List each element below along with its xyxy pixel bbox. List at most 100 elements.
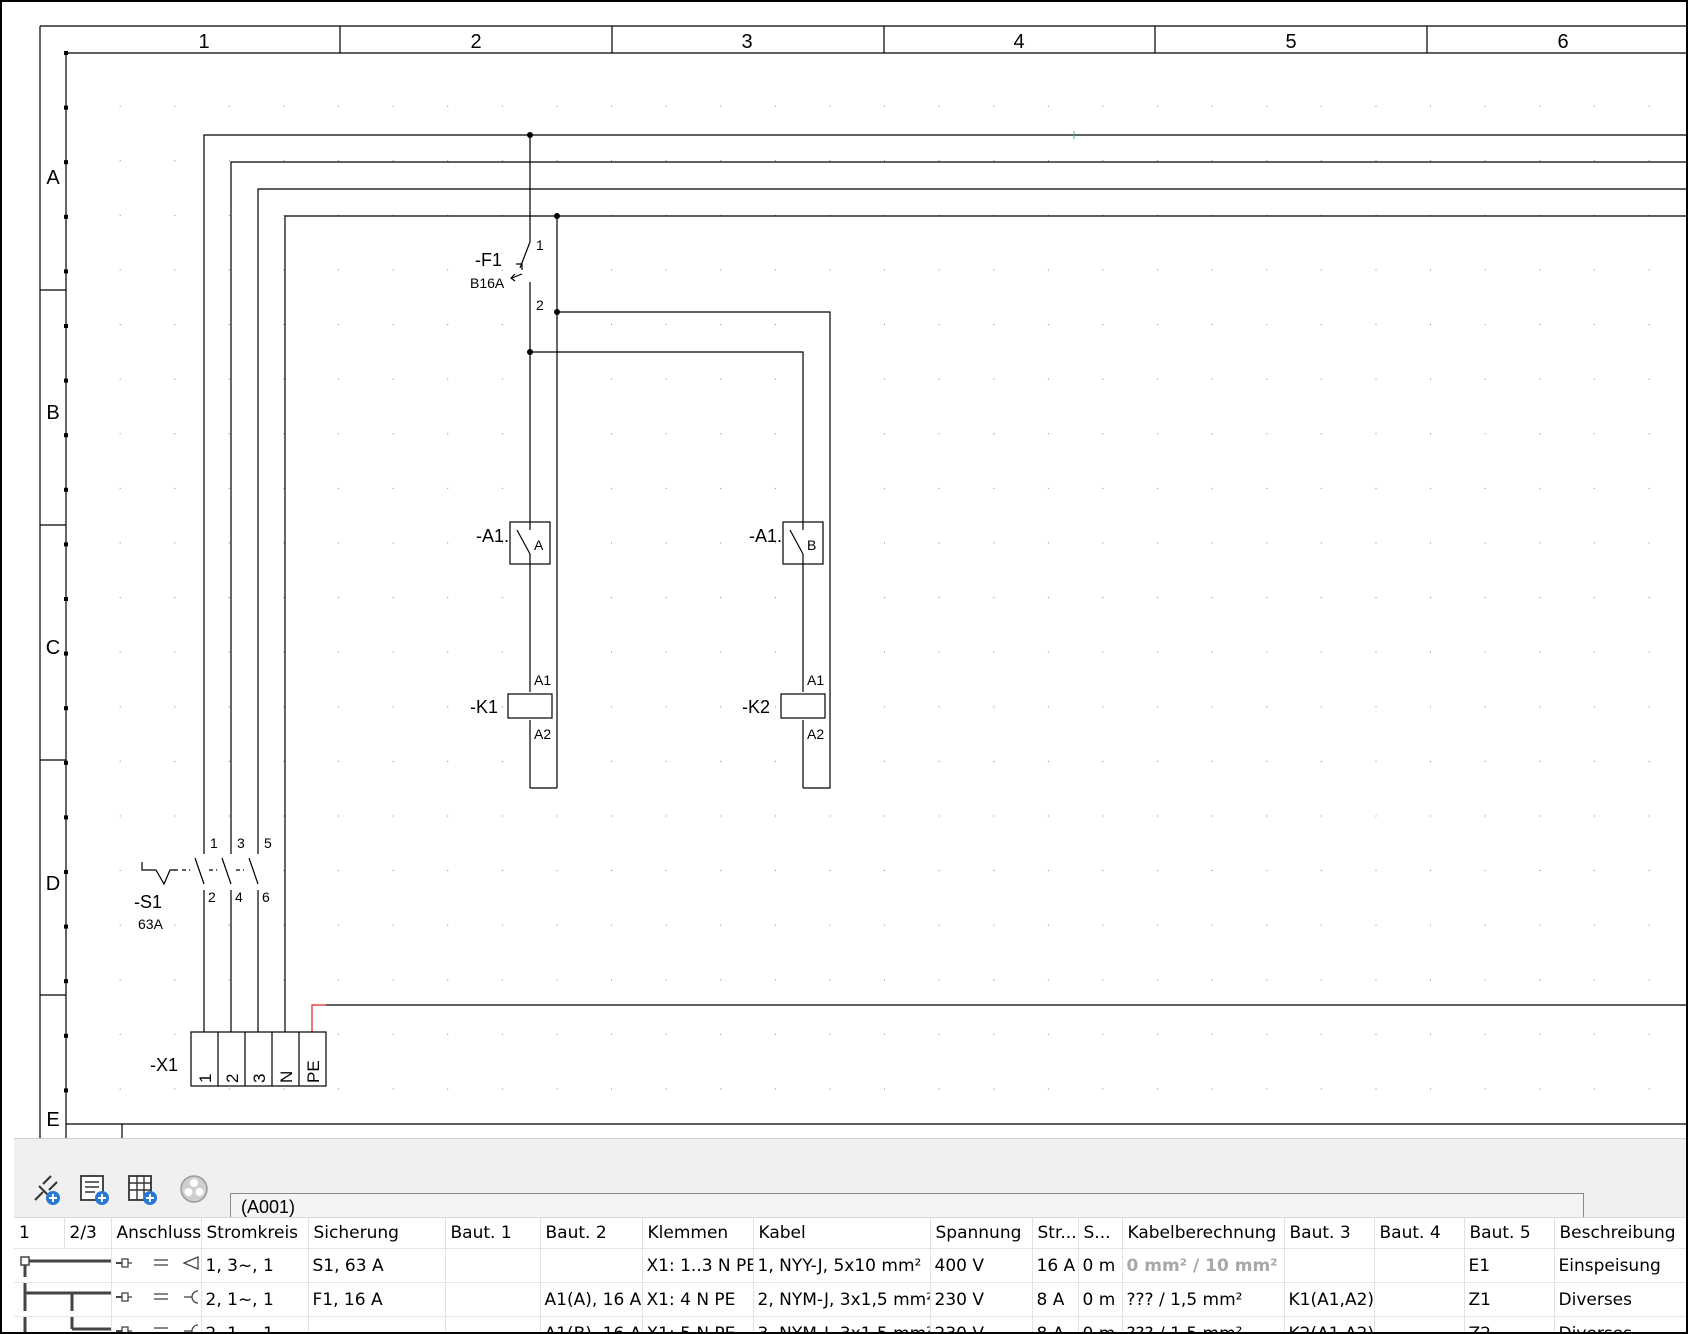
f1-pin-bottom: 2 (536, 297, 544, 313)
row-label: C (46, 637, 60, 659)
baut3-cell[interactable]: K1(A1,A2) (1284, 1282, 1375, 1317)
header-baut4[interactable]: Baut. 4 (1374, 1218, 1465, 1249)
stromkreis-cell[interactable]: 1, 3~, 1 (201, 1248, 309, 1283)
kabel-cell[interactable]: 1, NYY-J, 5x10 mm² (753, 1248, 931, 1283)
s1-pin-3: 3 (237, 835, 245, 851)
baut3-cell[interactable]: K2(A1,A2) (1284, 1316, 1375, 1332)
baut5-cell[interactable]: Z2 (1464, 1316, 1555, 1332)
header-anschluss[interactable]: Anschluss (111, 1218, 202, 1249)
header-sicherung[interactable]: Sicherung (308, 1218, 446, 1249)
kabel-cell[interactable]: 2, NYM-J, 3x1,5 mm² (753, 1282, 931, 1317)
table-row[interactable]: 2, 1~, 1 F1, 16 A A1(A), 16 A X1: 4 N PE… (14, 1282, 1686, 1317)
circuit-settings-button[interactable] (176, 1171, 212, 1207)
strom-cell[interactable]: 8 A (1032, 1282, 1079, 1317)
header-baut5[interactable]: Baut. 5 (1464, 1218, 1555, 1249)
switch-a1-right[interactable]: B -A1. (749, 521, 824, 565)
klemmen-cell[interactable]: X1: 5 N PE (642, 1316, 754, 1332)
header-beschreibung[interactable]: Beschreibung (1554, 1218, 1686, 1249)
kabelberechnung-cell[interactable]: ??? / 1,5 mm² (1122, 1316, 1285, 1332)
add-consumer-button[interactable] (28, 1171, 64, 1207)
terminal-strip-x1[interactable]: 1 2 3 N PE -X1 (150, 1031, 327, 1087)
circuit-panel: (A001) 1 2/3 Anschluss Stromkr (14, 1138, 1686, 1332)
ruler-tick (64, 870, 68, 874)
schematic-drawing[interactable]: 1 2 3 4 5 6 A B C D E (2, 2, 1686, 1138)
spannung-cell[interactable]: 230 V (930, 1282, 1033, 1317)
header-2-3[interactable]: 2/3 (64, 1218, 112, 1249)
breaker-f1[interactable]: -F1 B16A 1 2 (470, 237, 544, 313)
s1-rating: 63A (138, 916, 164, 932)
sicherung-cell[interactable] (308, 1316, 446, 1332)
x1-terminal-n: N (277, 1071, 296, 1083)
stromkreis-cell[interactable]: 2, 1~, 1 (201, 1316, 309, 1332)
baut1-cell[interactable] (445, 1282, 541, 1317)
column-label: 3 (741, 31, 752, 53)
header-strom[interactable]: Str... (1032, 1218, 1079, 1249)
header-klemmen[interactable]: Klemmen (642, 1218, 754, 1249)
header-baut3[interactable]: Baut. 3 (1284, 1218, 1375, 1249)
beschreibung-cell[interactable]: Diverses (1554, 1282, 1686, 1317)
baut2-cell[interactable]: A1(B), 16 A (540, 1316, 643, 1332)
baut1-cell[interactable] (445, 1316, 541, 1332)
main-switch-s1[interactable]: 1 3 5 2 4 6 -S1 63A (134, 835, 272, 932)
header-kabel[interactable]: Kabel (753, 1218, 931, 1249)
ruler-tick (64, 378, 68, 383)
kabel-cell[interactable]: 3, NYM-J, 3x1,5 mm² (753, 1316, 931, 1332)
strom-cell[interactable]: 8 A (1032, 1316, 1079, 1332)
beschreibung-cell[interactable]: Diverses (1554, 1316, 1686, 1332)
baut5-cell[interactable]: Z1 (1464, 1282, 1555, 1317)
header-stromkreis[interactable]: Stromkreis (201, 1218, 309, 1249)
baut2-cell[interactable]: A1(A), 16 A (540, 1282, 643, 1317)
s-cell[interactable]: 0 m (1078, 1316, 1123, 1332)
stromkreis-cell[interactable]: 2, 1~, 1 (201, 1282, 309, 1317)
sicherung-cell[interactable]: F1, 16 A (308, 1282, 446, 1317)
sicherung-cell[interactable]: S1, 63 A (308, 1248, 446, 1283)
s-cell[interactable]: 0 m (1078, 1248, 1123, 1283)
baut4-cell[interactable] (1374, 1316, 1465, 1332)
baut3-cell[interactable] (1284, 1248, 1375, 1283)
a1-left-tag: -A1. (476, 526, 509, 546)
column-label: 5 (1285, 31, 1296, 53)
header-1[interactable]: 1 (14, 1218, 65, 1249)
baut2-cell[interactable] (540, 1248, 643, 1283)
header-baut2[interactable]: Baut. 2 (540, 1218, 643, 1249)
strom-cell[interactable]: 16 A (1032, 1248, 1079, 1283)
switch-a1-left[interactable]: A -A1. (476, 521, 551, 565)
left-ruler-ticks (64, 51, 68, 1093)
beschreibung-cell[interactable]: Einspeisung (1554, 1248, 1686, 1283)
ruler-tick (64, 324, 68, 328)
table-row[interactable]: 1, 3~, 1 S1, 63 A X1: 1..3 N PE 1, NYY-J… (14, 1248, 1686, 1283)
ruler-tick (64, 487, 68, 492)
baut4-cell[interactable] (1374, 1248, 1465, 1283)
s1-pin-5: 5 (264, 835, 272, 851)
ruler-tick (64, 433, 68, 438)
add-table-button[interactable] (124, 1171, 160, 1207)
f1-rating: B16A (470, 275, 505, 291)
spannung-cell[interactable]: 400 V (930, 1248, 1033, 1283)
klemmen-cell[interactable]: X1: 4 N PE (642, 1282, 754, 1317)
baut4-cell[interactable] (1374, 1282, 1465, 1317)
baut5-cell[interactable]: E1 (1464, 1248, 1555, 1283)
header-baut1[interactable]: Baut. 1 (445, 1218, 541, 1249)
bus-wires (203, 134, 1686, 1032)
header-spannung[interactable]: Spannung (930, 1218, 1033, 1249)
coil-k2[interactable]: A1 A2 -K2 (742, 672, 826, 742)
spannung-cell[interactable]: 230 V (930, 1316, 1033, 1332)
kabelberechnung-cell[interactable]: 0 mm² / 10 mm² (1122, 1248, 1285, 1283)
baut1-cell[interactable] (445, 1248, 541, 1283)
klemmen-cell[interactable]: X1: 1..3 N PE (642, 1248, 754, 1283)
ruler-tick (64, 924, 68, 929)
column-label: 1 (198, 31, 209, 53)
header-s[interactable]: S... (1078, 1218, 1123, 1249)
tree-cell (14, 1248, 112, 1283)
schematic-canvas[interactable]: 1 2 3 4 5 6 A B C D E (2, 2, 1686, 1138)
coil-k1[interactable]: A1 A2 -K1 (470, 672, 553, 742)
s-cell[interactable]: 0 m (1078, 1282, 1123, 1317)
s1-pin-2: 2 (208, 889, 216, 905)
kabelberechnung-cell[interactable]: ??? / 1,5 mm² (1122, 1282, 1285, 1317)
table-row[interactable]: 2, 1~, 1 A1(B), 16 A X1: 5 N PE 3, NYM-J… (14, 1316, 1686, 1332)
add-distribution-button[interactable] (76, 1171, 112, 1207)
s1-pin-6: 6 (262, 889, 270, 905)
header-kabelberechnung[interactable]: Kabelberechnung (1122, 1218, 1285, 1249)
anschluss-cell (111, 1248, 202, 1283)
